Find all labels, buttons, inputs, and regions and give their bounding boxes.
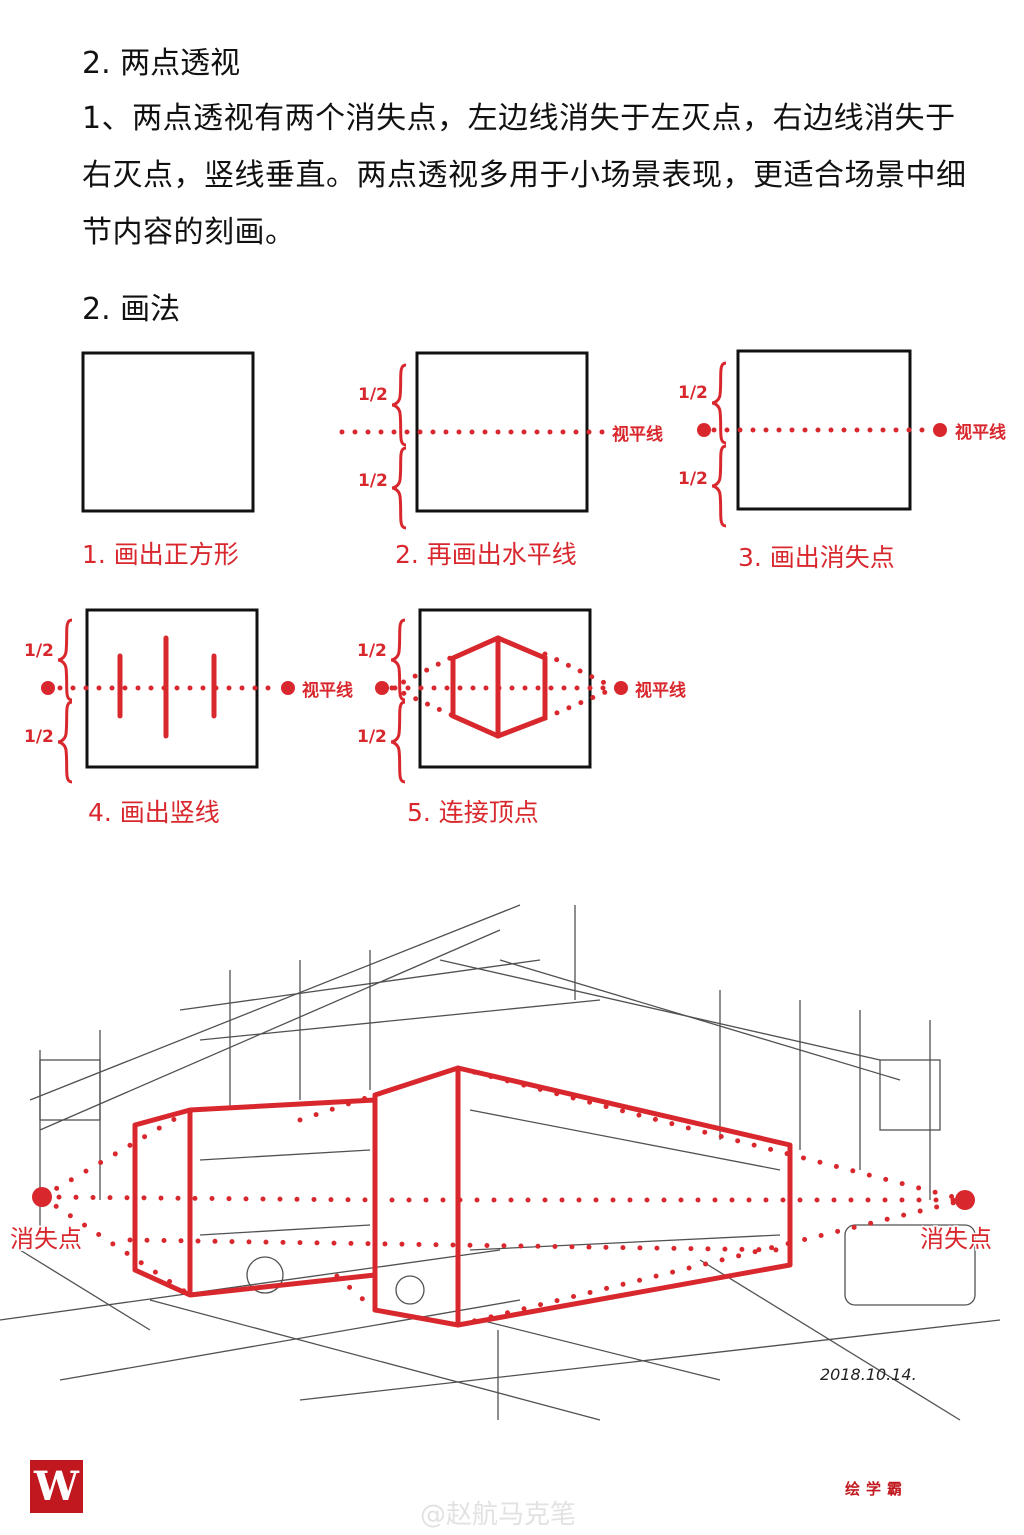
watermark: @赵航马克笔 bbox=[420, 1500, 577, 1530]
horizon-label: 视平线 bbox=[635, 680, 686, 701]
step-diagrams: 1/2 1/2 1/2 1/2 1/2 1/2 1/2 1/2 视平线 视平线 … bbox=[24, 349, 1006, 784]
vanishing-point bbox=[614, 681, 628, 695]
vanishing-point bbox=[697, 423, 711, 437]
half-label: 1/2 bbox=[357, 641, 387, 661]
horizon-label: 视平线 bbox=[612, 424, 663, 445]
step-label-2: 2. 再画出水平线 bbox=[395, 540, 577, 569]
half-label: 1/2 bbox=[678, 469, 708, 489]
vanishing-point bbox=[933, 423, 947, 437]
vanishing-point-label-left: 消失点 bbox=[10, 1225, 82, 1253]
half-label: 1/2 bbox=[24, 641, 54, 661]
horizon-label: 视平线 bbox=[302, 680, 353, 701]
half-label: 1/2 bbox=[678, 383, 708, 403]
half-label: 1/2 bbox=[357, 727, 387, 747]
sketch-lines bbox=[0, 904, 1001, 1421]
step-label-4: 4. 画出竖线 bbox=[88, 798, 220, 827]
vanishing-point-label-right: 消失点 bbox=[920, 1225, 992, 1253]
step-label-3: 3. 画出消失点 bbox=[738, 543, 895, 572]
right-vanishing-point bbox=[955, 1190, 975, 1210]
method-heading: 2. 画法 bbox=[82, 292, 181, 327]
half-label: 1/2 bbox=[358, 385, 388, 405]
left-vanishing-point bbox=[32, 1187, 52, 1207]
half-label: 1/2 bbox=[24, 727, 54, 747]
step-label-5: 5. 连接顶点 bbox=[407, 798, 539, 827]
step-label-1: 1. 画出正方形 bbox=[82, 540, 239, 569]
signature: 2018.10.14. bbox=[820, 1365, 917, 1384]
logo: W bbox=[30, 1460, 83, 1513]
section-heading: 2. 两点透视 bbox=[82, 46, 241, 81]
right-bus-outline bbox=[372, 1065, 793, 1328]
brand-label: 绘学霸 bbox=[845, 1480, 909, 1498]
bus-sketch: 消失点 消失点 2018.10.14. bbox=[0, 904, 1001, 1421]
description-paragraph: 1、两点透视有两个消失点，左边线消失于左灭点，右边线消失于右灭点，竖线垂直。两点… bbox=[82, 101, 967, 250]
vanishing-point bbox=[41, 681, 55, 695]
vanishing-point bbox=[375, 681, 389, 695]
horizon-label: 视平线 bbox=[955, 422, 1006, 443]
half-label: 1/2 bbox=[358, 471, 388, 491]
left-bus-outline bbox=[132, 1097, 378, 1298]
square-1 bbox=[81, 351, 255, 513]
vanishing-point bbox=[281, 681, 295, 695]
